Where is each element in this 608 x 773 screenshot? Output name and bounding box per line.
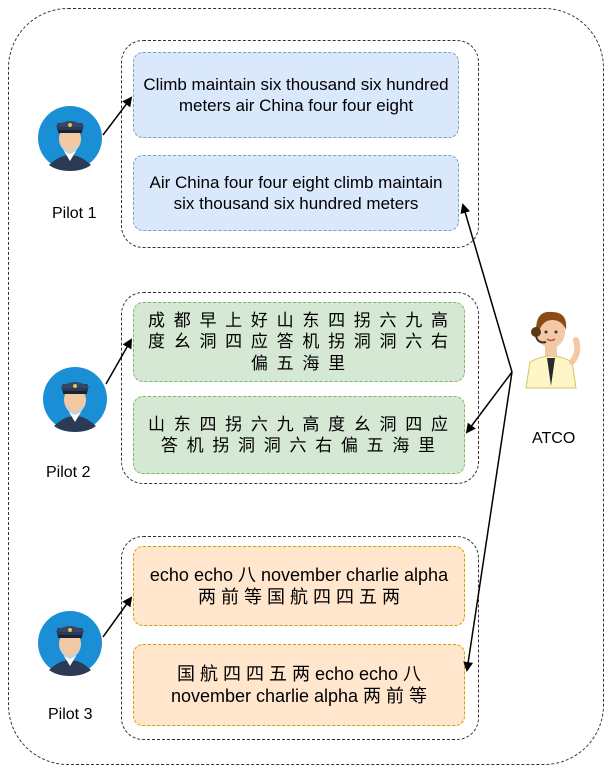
pilot-1-label: Pilot 1 <box>52 205 97 222</box>
atco-arrow-2 <box>465 371 513 434</box>
pilot-3-utterance: echo echo 八 november charlie alpha 两 前 等… <box>133 546 465 626</box>
pilot-avatar-icon <box>38 611 102 676</box>
atco-arrow-1 <box>460 203 513 373</box>
pilot-2-group <box>121 292 479 484</box>
atco-avatar-icon <box>525 311 581 389</box>
pilot-3-group <box>121 536 479 740</box>
atco-3-utterance: 国 航 四 四 五 两 echo echo 八 november charlie… <box>133 644 465 726</box>
atco-2-utterance: 山 东 四 拐 六 九 高 度 幺 洞 四 应 答 机 拐 洞 洞 六 右 偏 … <box>133 396 465 474</box>
pilot-2-arrow <box>105 338 132 385</box>
pilot-1-utterance: Climb maintain six thousand six hundred … <box>133 52 459 138</box>
pilot-1-group <box>121 40 479 248</box>
pilot-avatar-icon <box>43 367 107 432</box>
pilot-1-arrow <box>102 96 133 136</box>
pilot-2-utterance: 成 都 早 上 好 山 东 四 拐 六 九 高 度 幺 洞 四 应 答 机 拐 … <box>133 302 465 382</box>
pilot-3-label: Pilot 3 <box>48 706 93 723</box>
pilot-2-label: Pilot 2 <box>46 464 91 481</box>
pilot-3-arrow <box>102 596 133 638</box>
atco-label: ATCO <box>532 430 576 447</box>
outer-frame <box>8 8 604 765</box>
atco-arrow-3 <box>463 371 513 672</box>
pilot-avatar-icon <box>38 106 102 171</box>
atco-1-utterance: Air China four four eight climb maintain… <box>133 155 459 231</box>
